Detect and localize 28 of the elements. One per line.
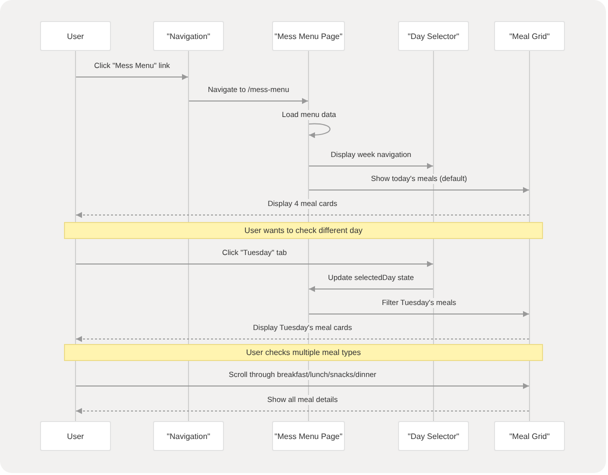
self-message-arrow	[308, 123, 330, 138]
note-band: User wants to check different day	[64, 222, 543, 239]
lifeline	[188, 51, 189, 421]
return-message-arrow	[76, 212, 530, 218]
message-arrow	[188, 98, 308, 104]
participant-box: User	[40, 421, 111, 451]
message-arrow	[308, 187, 530, 193]
participant-box: "Day Selector"	[398, 21, 469, 51]
participant-box: "Meal Grid"	[494, 421, 565, 451]
lifeline	[433, 51, 434, 421]
note-band: User checks multiple meal types	[64, 344, 543, 361]
message-arrow	[76, 74, 188, 80]
message-arrow	[308, 163, 434, 169]
participant-box: "Navigation"	[153, 21, 224, 51]
participant-box: User	[40, 21, 111, 51]
message-arrow	[76, 261, 434, 267]
message-arrow	[308, 311, 530, 317]
return-message-arrow	[76, 336, 530, 342]
return-message-arrow	[76, 408, 530, 414]
message-arrow	[308, 286, 434, 292]
participant-box: "Day Selector"	[398, 421, 469, 451]
participant-box: "Mess Menu Page"	[272, 21, 345, 51]
participant-box: "Mess Menu Page"	[272, 421, 345, 451]
message-arrow	[76, 383, 530, 389]
participant-box: "Navigation"	[153, 421, 224, 451]
lifeline	[75, 51, 76, 421]
lifeline	[529, 51, 530, 421]
participant-box: "Meal Grid"	[494, 21, 565, 51]
